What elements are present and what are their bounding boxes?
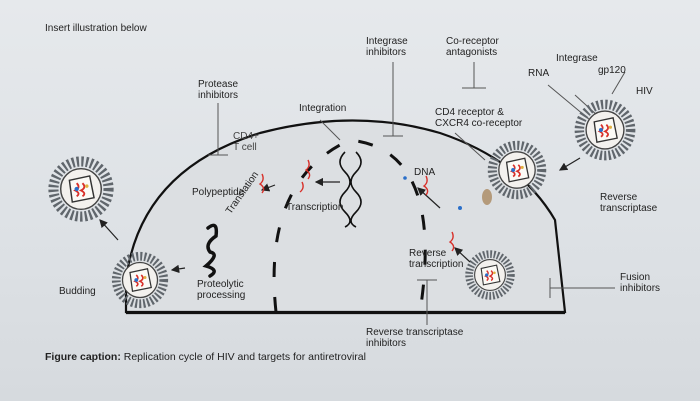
label-cd4-tcell: CD4+ T cell [233,131,259,153]
caption-prefix: Figure caption: [45,351,121,363]
label-proteolytic-processing: Proteolytic processing [197,279,246,301]
label-coreceptor-antagonists: Co-receptor antagonists [446,36,499,58]
label-cd4-coreceptor: CD4 receptor & CXCR4 co-receptor [435,107,523,129]
label-fusion-inhibitors: Fusion inhibitors [620,272,661,294]
caption-text: Replication cycle of HIV and targets for… [120,351,366,363]
instruction-text: Insert illustration below [45,23,147,34]
label-rt-inhibitors: Reverse transcriptase inhibitors [366,327,464,349]
figure-caption: Figure caption: Replication cycle of HIV… [45,352,366,363]
label-hiv: HIV [636,86,653,97]
label-budding: Budding [59,286,96,297]
virus-left-free [53,161,108,216]
label-integration: Integration [299,103,347,114]
label-transcription: Transcription [286,202,344,213]
label-gp120: gp120 [598,65,626,76]
polypeptide-chain [202,223,219,278]
label-reverse-transcriptase: Reverse transcriptase [600,192,658,214]
label-protease-inhibitors: Protease inhibitors [198,79,239,101]
label-rna: RNA [528,68,550,79]
label-integrase-inhibitors: Integrase inhibitors [366,36,408,58]
nucleus-membrane [272,138,427,313]
label-dna: DNA [414,167,436,178]
rna-strand [304,159,311,180]
dna-helix [339,151,351,228]
label-reverse-transcription: Reverse transcription [409,248,464,270]
virus-free-hiv [579,104,630,155]
label-polypeptide: Polypeptide [192,187,245,198]
label-integrase: Integrase [556,53,598,64]
